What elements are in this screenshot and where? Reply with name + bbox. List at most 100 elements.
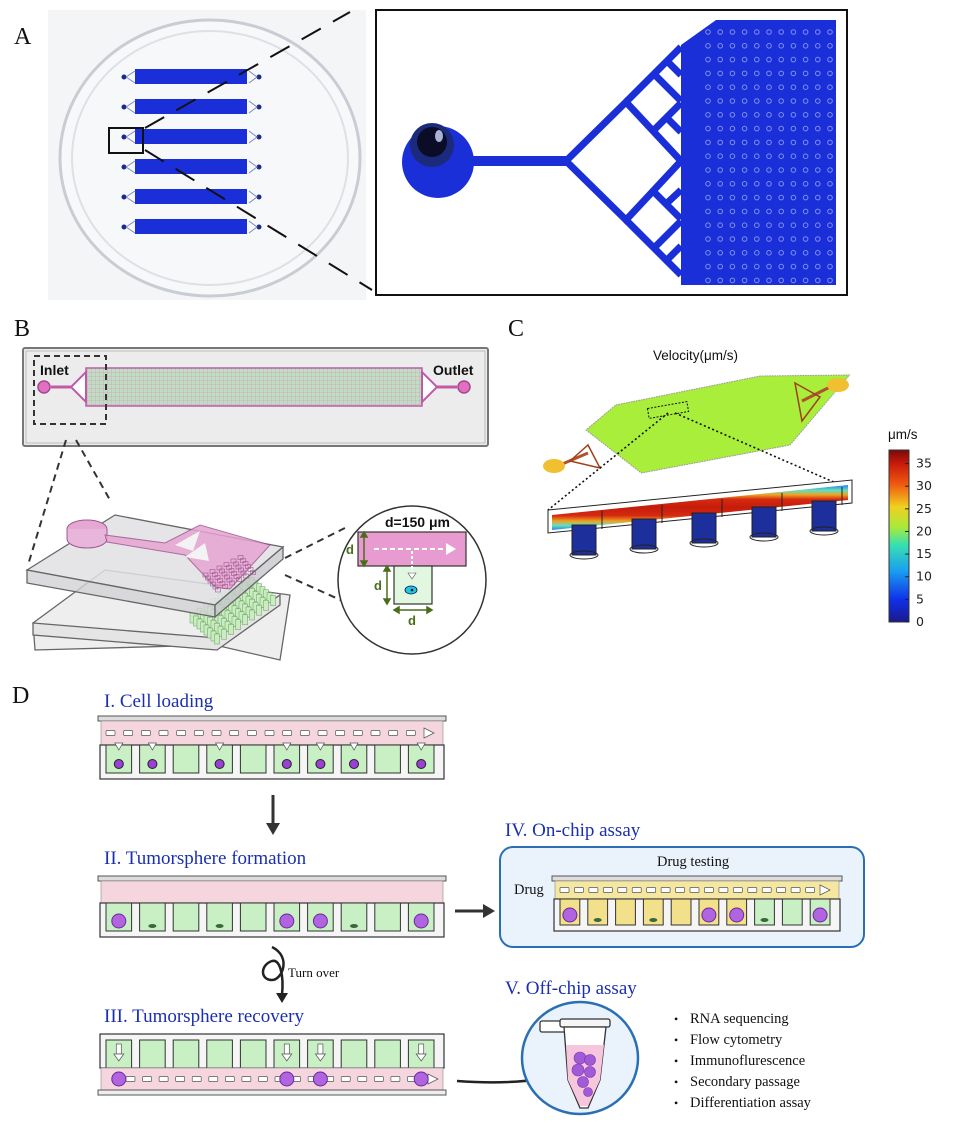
microwell — [802, 70, 809, 77]
microwell — [741, 70, 748, 77]
microwell — [717, 29, 724, 35]
microwell — [729, 236, 736, 242]
tumorsphere — [413, 913, 429, 929]
microwell — [802, 112, 809, 118]
microwell — [754, 208, 760, 215]
microwell — [239, 1039, 267, 1069]
dead-cell — [649, 918, 658, 922]
microwell — [729, 153, 736, 159]
chip-3d-exploded-view — [25, 514, 291, 661]
microwell — [827, 277, 833, 284]
stage-4-title: IV. On-chip assay — [505, 820, 641, 841]
microwell — [815, 43, 821, 49]
chip-outlet — [256, 164, 262, 170]
microwell — [790, 167, 797, 173]
microwell — [221, 628, 227, 640]
microwell — [827, 181, 833, 187]
microwell — [802, 277, 809, 284]
panel-label-a: A — [14, 24, 32, 50]
microwell-array — [681, 20, 836, 285]
microwell — [827, 84, 833, 90]
microwell — [754, 56, 760, 63]
zoom-connector-lines — [144, 11, 373, 291]
microwell — [802, 56, 809, 63]
microwell — [778, 98, 785, 104]
microwell — [717, 250, 724, 256]
colorbar-tick-label: 15 — [916, 546, 932, 561]
tumorsphere — [812, 907, 828, 923]
microwell — [802, 250, 809, 256]
microwell — [705, 98, 711, 104]
microwell — [754, 167, 760, 173]
microwell — [790, 84, 797, 90]
settle-arrow — [315, 742, 326, 751]
microwell — [778, 29, 785, 35]
microwell — [790, 222, 797, 228]
microwell — [802, 222, 809, 228]
chip — [135, 159, 247, 174]
microwell — [778, 236, 785, 242]
microwell — [717, 56, 724, 63]
microwell — [790, 153, 797, 159]
chip-inlet — [121, 164, 127, 170]
chip — [135, 129, 247, 144]
microwell — [729, 263, 736, 270]
microwell — [754, 29, 760, 35]
microwell — [766, 98, 772, 104]
microwell — [766, 29, 772, 35]
microwell — [729, 167, 736, 173]
microwell — [249, 609, 255, 621]
dead-cell — [215, 924, 224, 928]
chip-inlet — [121, 224, 127, 230]
microwell — [741, 236, 748, 242]
assay-item: Flow cytometry — [674, 1030, 811, 1051]
microwell — [766, 208, 772, 215]
microwell-velocity — [571, 524, 597, 556]
microwell — [778, 277, 785, 284]
microwell — [766, 43, 772, 49]
flow-channel — [100, 880, 444, 904]
microwell — [717, 263, 724, 270]
microwell — [741, 263, 748, 270]
microwell — [615, 898, 636, 926]
microwell — [827, 56, 833, 63]
microwell — [754, 70, 760, 77]
microwell — [705, 167, 711, 173]
outlet-label: Outlet — [433, 362, 474, 378]
settle-arrow — [282, 742, 292, 751]
microwell — [705, 194, 711, 201]
microwell — [815, 222, 821, 228]
microwell — [263, 600, 269, 611]
microwell — [754, 125, 760, 132]
colorbar-tick-label: 5 — [916, 591, 924, 606]
microwell — [717, 84, 724, 90]
microwell — [766, 194, 772, 201]
chamber-velocity-field — [585, 374, 851, 474]
chip-lid — [97, 875, 447, 882]
inlet-label: Inlet — [40, 362, 69, 378]
release-arrow — [415, 1053, 427, 1062]
release-arrow — [281, 1053, 293, 1062]
microwell-velocity — [811, 500, 837, 532]
microwell — [790, 236, 797, 242]
microwell — [766, 250, 772, 256]
microwell — [705, 56, 711, 63]
microwell — [741, 139, 748, 146]
tumorsphere — [701, 907, 717, 923]
microwell — [256, 604, 262, 616]
microwell — [766, 125, 772, 132]
microwell — [717, 194, 724, 201]
right-arrow-to-on-chip — [455, 904, 495, 918]
microwell — [705, 139, 711, 146]
colorbar-unit-label: μm/s — [888, 427, 918, 442]
channel-velocity-profile — [552, 485, 848, 530]
microwell — [729, 29, 736, 35]
microwell — [790, 263, 797, 270]
microwell — [729, 222, 736, 228]
dim-d-well-width: d — [408, 613, 416, 628]
microwell — [741, 277, 748, 284]
release-arrow — [113, 1053, 125, 1062]
stage-1-title: I. Cell loading — [104, 691, 214, 712]
microwell — [778, 139, 785, 146]
